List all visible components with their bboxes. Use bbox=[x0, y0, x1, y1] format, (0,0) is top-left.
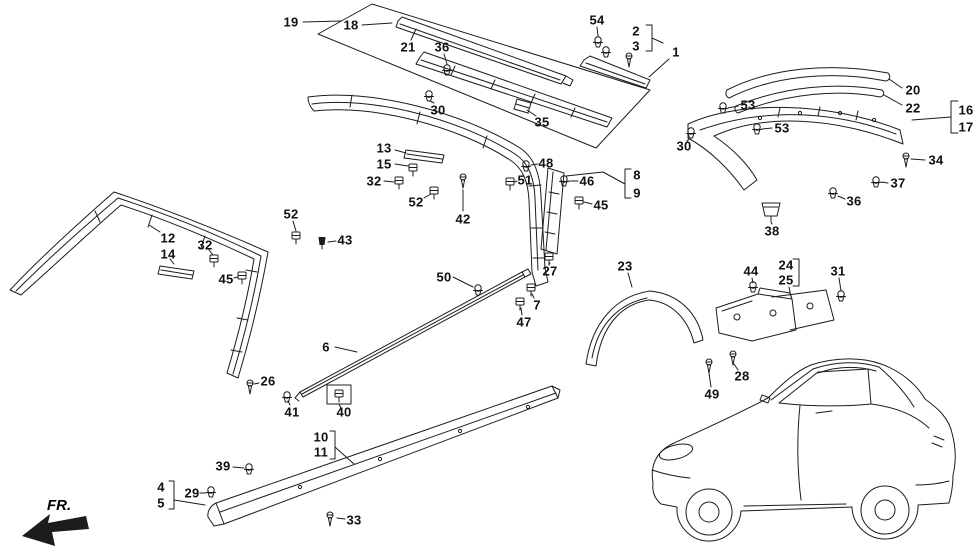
leader-line bbox=[686, 137, 691, 142]
leader-line bbox=[883, 94, 903, 106]
screw-icon bbox=[902, 152, 910, 168]
leader-line bbox=[788, 286, 792, 298]
leader-line bbox=[548, 261, 551, 265]
leader-line bbox=[648, 58, 670, 78]
leader-line bbox=[627, 272, 633, 288]
leader-line bbox=[148, 224, 161, 233]
car-outline bbox=[651, 358, 956, 542]
clip-icon bbox=[291, 231, 301, 245]
clip-icon bbox=[282, 391, 292, 403]
leader-line bbox=[302, 20, 342, 23]
pillar-garnish bbox=[540, 167, 565, 255]
leader-line bbox=[838, 277, 842, 292]
leader-line bbox=[208, 249, 214, 256]
roof-side-moldings bbox=[687, 67, 904, 222]
door-molding-strip bbox=[294, 268, 532, 405]
screw-icon bbox=[246, 379, 254, 395]
clip-icon bbox=[429, 186, 439, 200]
leader-line bbox=[910, 158, 926, 161]
leader-line bbox=[526, 109, 537, 117]
leader-line bbox=[232, 466, 245, 469]
leader-line bbox=[336, 517, 346, 520]
leader-line bbox=[888, 78, 903, 89]
clip-icon bbox=[515, 297, 525, 311]
top-molding-assembly bbox=[317, 3, 651, 149]
clip-icon bbox=[871, 176, 881, 188]
clip-icon bbox=[836, 290, 846, 302]
leader-line bbox=[338, 403, 342, 409]
leader-line bbox=[880, 181, 889, 184]
fr-arrow-icon bbox=[22, 514, 89, 546]
clip-icon bbox=[752, 123, 762, 135]
leader-line bbox=[169, 258, 175, 265]
leader-line bbox=[394, 163, 409, 167]
leader-line bbox=[233, 276, 239, 279]
clip-icon bbox=[206, 486, 216, 498]
leader-line bbox=[443, 53, 448, 65]
clip-icon bbox=[237, 271, 247, 285]
fr-direction-label: FR. bbox=[47, 497, 72, 514]
leader-line bbox=[727, 105, 739, 109]
leader-line bbox=[531, 293, 535, 299]
screw-icon bbox=[625, 52, 633, 68]
screw-icon bbox=[705, 358, 713, 374]
bracket-lines bbox=[168, 24, 959, 510]
leader-line bbox=[361, 22, 393, 26]
clip-icon bbox=[424, 90, 434, 102]
clip-icon bbox=[408, 163, 418, 177]
clip-icon bbox=[544, 252, 554, 266]
trim-strip-13 bbox=[403, 149, 445, 164]
leader-line bbox=[327, 240, 337, 243]
leader-line bbox=[452, 276, 474, 288]
clip-icon bbox=[318, 236, 326, 250]
leader-line bbox=[383, 180, 395, 183]
leader-line bbox=[292, 220, 297, 232]
side-sill-molding bbox=[207, 385, 561, 527]
leader-line bbox=[583, 201, 593, 205]
clip-icon bbox=[526, 283, 536, 297]
leader-line bbox=[733, 363, 739, 371]
leader-line bbox=[708, 372, 712, 388]
clip-icon bbox=[828, 187, 838, 199]
leader-line bbox=[394, 149, 407, 154]
clip-icon bbox=[574, 196, 584, 210]
leader-line bbox=[253, 382, 260, 385]
leader-line bbox=[423, 193, 432, 199]
leader-line bbox=[514, 180, 518, 183]
clip-icon bbox=[244, 463, 254, 475]
leader-line bbox=[334, 346, 358, 353]
clip-icon bbox=[394, 176, 404, 190]
clip-icon bbox=[334, 389, 344, 403]
leader-line bbox=[410, 28, 417, 41]
clip-icon bbox=[505, 177, 515, 191]
clip-icon bbox=[209, 254, 219, 268]
windshield-frame-center bbox=[307, 94, 549, 287]
clip-icon bbox=[601, 46, 611, 58]
screw-icon bbox=[729, 350, 737, 366]
mounting-bracket bbox=[715, 287, 835, 342]
leader-line bbox=[520, 307, 523, 316]
clip-icon bbox=[473, 284, 483, 296]
windshield-frame-left bbox=[9, 191, 269, 379]
clip-icon bbox=[593, 36, 603, 48]
leader-line bbox=[429, 100, 435, 104]
screw-icon bbox=[459, 173, 467, 189]
fastener-icons bbox=[206, 36, 910, 527]
wheel-arch-protector bbox=[585, 290, 704, 367]
leader-line bbox=[596, 26, 599, 37]
leader-line bbox=[837, 195, 846, 200]
leader-lines bbox=[148, 20, 926, 520]
leader-line bbox=[770, 221, 773, 225]
leader-line bbox=[530, 163, 539, 166]
screw-icon bbox=[326, 511, 334, 527]
leader-line bbox=[751, 277, 754, 284]
leader-line bbox=[761, 127, 773, 130]
leader-line bbox=[287, 400, 291, 406]
